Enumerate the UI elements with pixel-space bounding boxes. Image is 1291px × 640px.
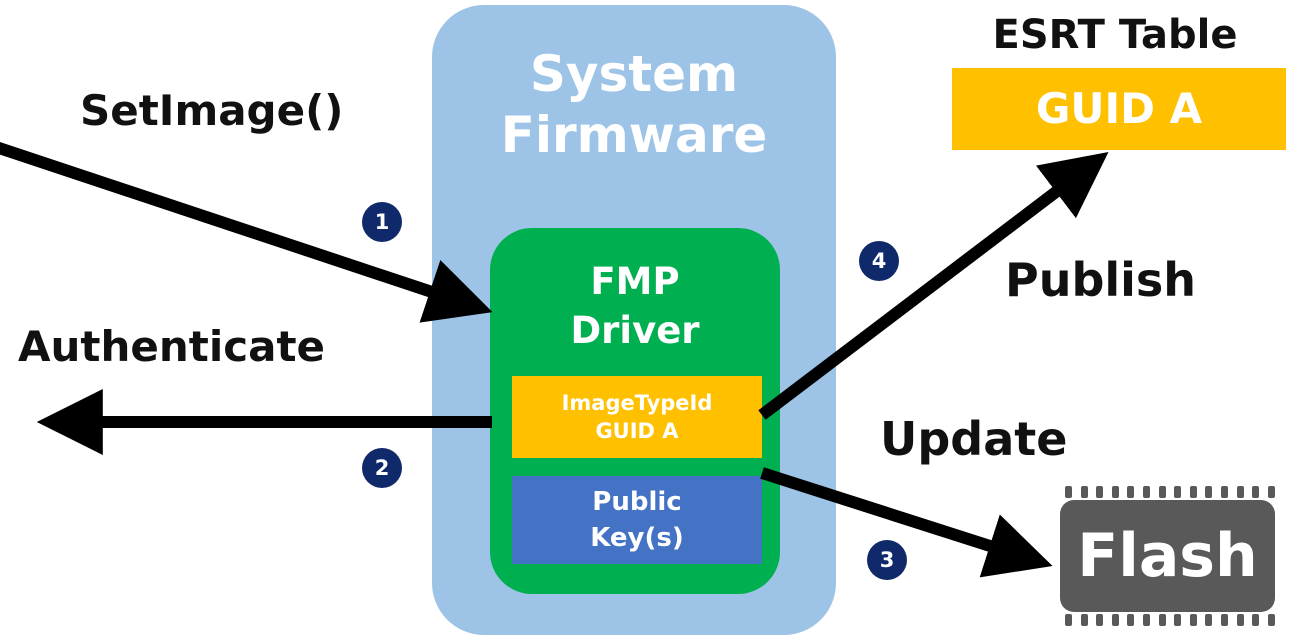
- public-keys-line2: Key(s): [590, 523, 684, 553]
- image-type-id-box: ImageTypeId GUID A: [512, 376, 762, 458]
- step-4-badge: 4: [859, 241, 899, 281]
- step-2-badge: 2: [362, 448, 402, 488]
- update-arrow: [760, 467, 1053, 578]
- public-keys-line1: Public: [592, 487, 682, 517]
- setimage-arrow: [0, 142, 493, 323]
- update-label: Update: [880, 412, 1068, 466]
- flash-label: Flash: [1077, 521, 1258, 591]
- flash-chip-icon: [1060, 500, 1275, 612]
- step-1-badge: 1: [362, 202, 402, 242]
- system-firmware-title-line1: System: [529, 45, 739, 103]
- fmp-driver-title-line2: Driver: [570, 309, 700, 352]
- image-type-id-guid: GUID A: [595, 419, 679, 443]
- esrt-table-title: ESRT Table: [992, 12, 1238, 58]
- authenticate-label: Authenticate: [18, 322, 326, 371]
- esrt-entry-guid: GUID A: [952, 68, 1286, 150]
- image-type-id-label: ImageTypeId: [561, 391, 713, 415]
- publish-arrow: [758, 152, 1109, 420]
- step-3-badge: 3: [867, 540, 907, 580]
- fmp-driver-title-line1: FMP: [590, 260, 680, 303]
- public-keys-box: Public Key(s): [512, 476, 762, 564]
- flash-chip-top-pins: [1065, 486, 1275, 498]
- system-firmware-title: System Firmware: [432, 44, 836, 166]
- publish-label: Publish: [1005, 253, 1197, 307]
- setimage-label: SetImage(): [80, 86, 344, 135]
- system-firmware-title-line2: Firmware: [500, 106, 768, 164]
- flash-chip-bottom-pins: [1065, 614, 1275, 626]
- fmp-driver-title: FMP Driver: [490, 257, 780, 355]
